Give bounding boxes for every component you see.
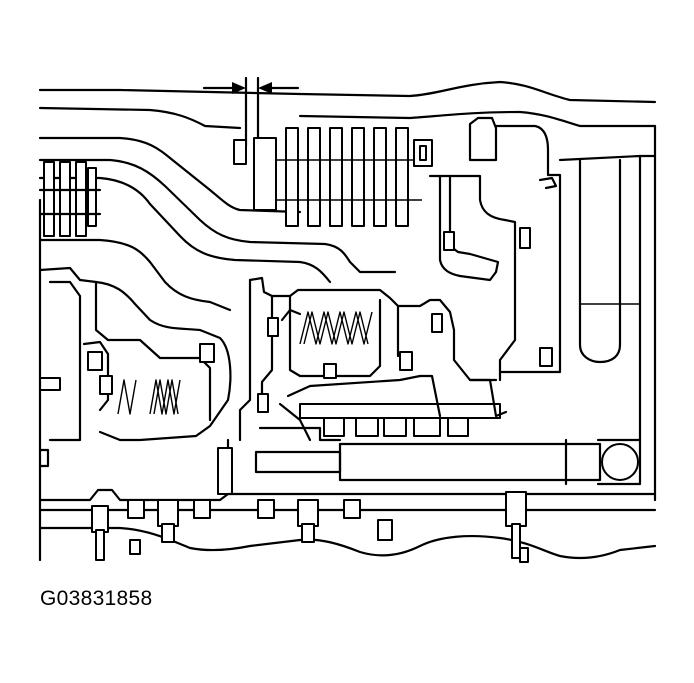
center-piston-assembly: [238, 276, 498, 442]
figure-id-label: G03831858: [40, 587, 153, 610]
clearance-dimension-arrows: [202, 76, 300, 148]
return-spring-icon: [280, 308, 373, 345]
housing-bolts: [91, 491, 529, 563]
piston-plate-icon: [117, 379, 181, 415]
left-clutch-plates: [38, 161, 102, 237]
lower-housing-pan: [38, 198, 657, 563]
clutch-pack-plates: [233, 127, 433, 227]
outer-housing: [38, 80, 657, 284]
left-drum-assembly: [38, 238, 232, 468]
output-shaft: [217, 374, 642, 496]
right-valve-housing: [428, 116, 657, 502]
